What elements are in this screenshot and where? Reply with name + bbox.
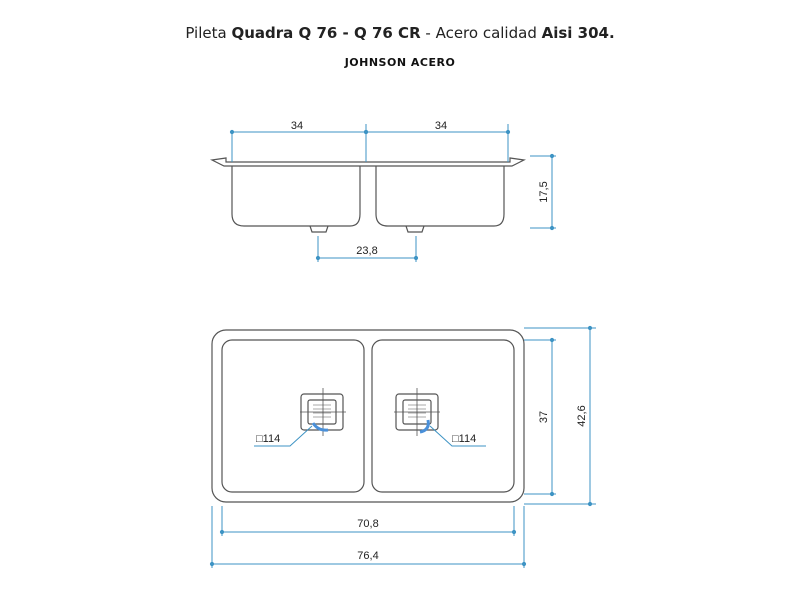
drain-left	[300, 388, 346, 436]
top-view	[211, 329, 525, 503]
side-bowl-left	[231, 166, 361, 227]
dim-inner-width: 70,8	[357, 518, 378, 530]
top-outer-rim	[211, 329, 525, 503]
side-drain-right	[405, 225, 425, 233]
dim-drain-spacing: 23,8	[356, 245, 377, 257]
drain-left-label: □114	[256, 433, 280, 445]
side-rim	[210, 157, 526, 167]
brand-name: JOHNSON ACERO	[344, 56, 456, 69]
page-title: Pileta Quadra Q 76 - Q 76 CR - Acero cal…	[185, 24, 615, 42]
drain-leaders	[254, 425, 486, 447]
drain-right	[394, 388, 440, 436]
dim-total-width: 76,4	[357, 550, 378, 562]
drain-right-label: □114	[452, 433, 476, 445]
top-bowl-left	[221, 339, 365, 493]
side-bowl-right	[375, 166, 505, 227]
top-dimensions	[209, 325, 596, 568]
top-bowl-right	[371, 339, 515, 493]
side-view	[210, 157, 526, 233]
dim-total-length: 42,6	[576, 405, 588, 426]
dim-bowl-width-right: 34	[435, 120, 447, 132]
dim-bowl-length: 37	[538, 411, 550, 423]
side-drain-left	[309, 225, 329, 233]
dim-depth: 17,5	[538, 181, 550, 202]
side-dimensions	[229, 124, 556, 262]
dim-bowl-width-left: 34	[291, 120, 303, 132]
